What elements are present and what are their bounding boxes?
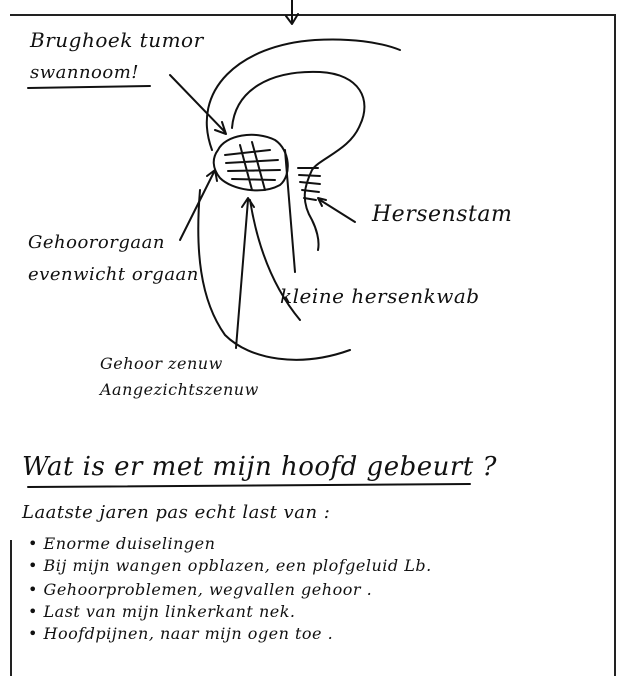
note-item-1: • Enorme duiselingen <box>28 534 215 553</box>
tumor-arrow <box>170 75 226 134</box>
note-item-2-text: Bij mijn wangen opblazen, een plofgeluid… <box>44 556 432 575</box>
note-item-3: • Gehoorproblemen, wegvallen gehoor . <box>28 580 372 599</box>
heading-underline <box>28 484 470 487</box>
top-arrow <box>286 0 298 24</box>
label-evenwicht: evenwicht orgaan <box>28 264 199 285</box>
stem-hatching <box>298 168 320 200</box>
note-item-4: • Last van mijn linkerkant nek. <box>28 602 296 621</box>
lower-skull-curve <box>198 190 350 360</box>
notes-intro: Laatste jaren pas echt last van : <box>22 502 330 523</box>
note-item-5-text: Hoofdpijnen, naar mijn ogen toe . <box>44 624 334 643</box>
note-item-1-text: Enorme duiselingen <box>44 534 216 553</box>
label-hersenstam: Hersenstam <box>372 202 512 227</box>
label-gehoorzenuw: Gehoor zenuw <box>100 354 223 373</box>
gehoorzenuw-line <box>236 198 254 348</box>
label-swannoom: swannoom! <box>30 62 139 83</box>
note-item-3-text: Gehoorproblemen, wegvallen gehoor . <box>44 580 373 599</box>
notes-heading: Wat is er met mijn hoofd gebeurt ? <box>22 452 497 482</box>
swannoom-underline <box>28 86 150 88</box>
label-aangezichtszenuw: Aangezichtszenuw <box>100 380 259 399</box>
note-item-2: • Bij mijn wangen opblazen, een plofgelu… <box>28 556 432 575</box>
note-item-4-text: Last van mijn linkerkant nek. <box>44 602 296 621</box>
label-gehoororgaan: Gehoororgaan <box>28 232 165 253</box>
label-tumor: Brughoek tumor <box>30 28 204 52</box>
cerebellum-hatching <box>225 142 280 190</box>
kleinehersenen-line <box>285 150 295 272</box>
skull-outline <box>207 39 400 150</box>
hersenstam-arrow <box>318 198 355 222</box>
label-kleine-hersenkwab: kleine hersenkwab <box>280 284 480 308</box>
note-item-5: • Hoofdpijnen, naar mijn ogen toe . <box>28 624 333 643</box>
